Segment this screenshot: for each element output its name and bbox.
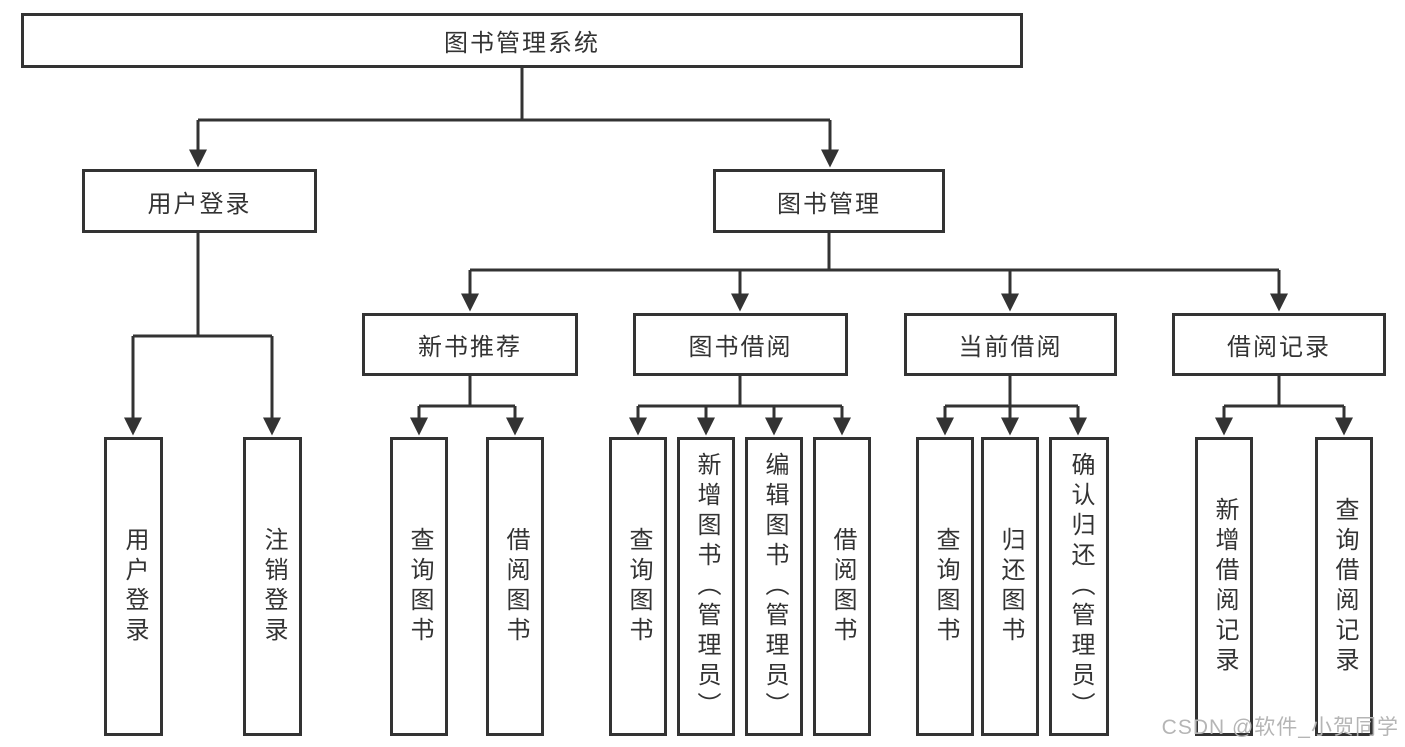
leaf-borrow-books-recommend: 借阅图书 [486, 437, 544, 736]
node-borrow-records: 借阅记录 [1172, 313, 1386, 376]
leaf-query-books-recommend: 查询图书 [390, 437, 448, 736]
node-book-borrow: 图书借阅 [633, 313, 848, 376]
node-book-management: 图书管理 [713, 169, 945, 233]
leaf-logout-label: 注销登录 [260, 526, 287, 647]
leaf-edit-book-admin: 编辑图书（管理员） [745, 437, 803, 736]
node-library-system: 图书管理系统 [21, 13, 1023, 68]
leaf-query-borrow-record: 查询借阅记录 [1315, 437, 1373, 736]
leaf-borrow-books-recommend-label: 借阅图书 [502, 526, 529, 647]
leaf-user-login: 用户登录 [104, 437, 163, 736]
leaf-add-borrow-record: 新增借阅记录 [1195, 437, 1253, 736]
node-new-book-recommend: 新书推荐 [362, 313, 578, 376]
leaf-confirm-return-admin-label: 确认归还（管理员） [1067, 451, 1094, 722]
leaf-add-book-admin: 新增图书（管理员） [677, 437, 735, 736]
node-user-login: 用户登录 [82, 169, 317, 233]
leaf-edit-book-admin-label: 编辑图书（管理员） [761, 451, 788, 722]
leaf-return-book: 归还图书 [981, 437, 1039, 736]
leaf-logout: 注销登录 [243, 437, 302, 736]
leaf-borrow-books-label: 借阅图书 [829, 526, 856, 647]
leaf-confirm-return-admin: 确认归还（管理员） [1049, 437, 1109, 736]
leaf-query-books-current: 查询图书 [916, 437, 974, 736]
node-current-borrow: 当前借阅 [904, 313, 1117, 376]
watermark: CSDN @软件_小贺同学 [1161, 716, 1399, 739]
leaf-return-book-label: 归还图书 [997, 526, 1024, 647]
leaf-borrow-books: 借阅图书 [813, 437, 871, 736]
leaf-query-books-current-label: 查询图书 [932, 526, 959, 647]
leaf-user-login-label: 用户登录 [121, 526, 148, 647]
leaf-query-books-borrow: 查询图书 [609, 437, 667, 736]
leaf-query-borrow-record-label: 查询借阅记录 [1331, 496, 1358, 677]
leaf-query-books-borrow-label: 查询图书 [625, 526, 652, 647]
leaf-query-books-recommend-label: 查询图书 [406, 526, 433, 647]
leaf-add-borrow-record-label: 新增借阅记录 [1211, 496, 1238, 677]
leaf-add-book-admin-label: 新增图书（管理员） [693, 451, 720, 722]
